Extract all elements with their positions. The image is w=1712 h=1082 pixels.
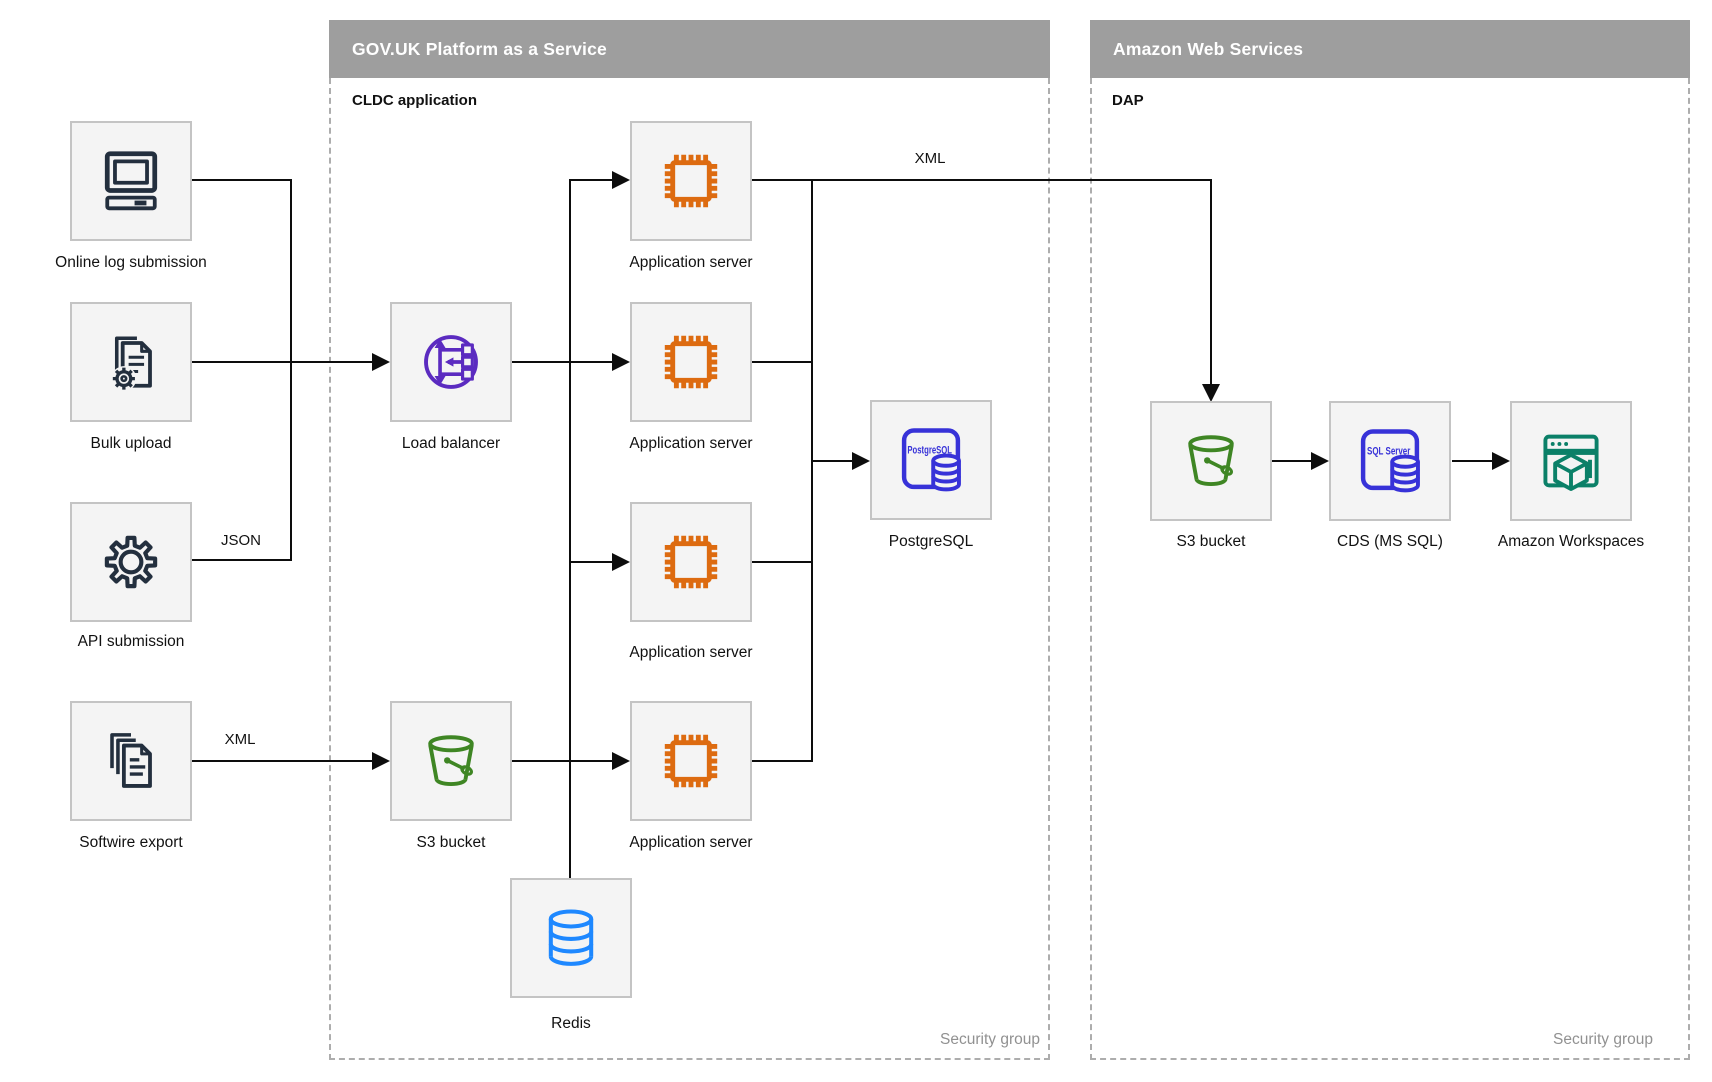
node-postgresql: PostgreSQL	[870, 400, 992, 520]
node-application-server-4	[630, 701, 752, 821]
node-load-balancer	[390, 302, 512, 422]
node-amazon-workspaces	[1510, 401, 1632, 521]
node-label-online-log-submission: Online log submission	[55, 254, 207, 271]
edge-app3-out	[752, 561, 812, 563]
edge-app4-out	[752, 760, 812, 762]
edge-to-load-balancer	[192, 361, 374, 363]
arrowhead-postgresql	[852, 452, 870, 470]
node-application-server-2	[630, 302, 752, 422]
postgresql-icon-text: PostgreSQL	[907, 444, 952, 456]
aws-sublabel: DAP	[1112, 92, 1144, 109]
node-label-application-server-2: Application server	[629, 435, 753, 452]
edge-lb-to-app2	[512, 361, 614, 363]
node-application-server-3	[630, 502, 752, 622]
arrowhead-workspaces	[1492, 452, 1510, 470]
edge-to-postgresql	[811, 460, 854, 462]
edge-online-log-out	[192, 179, 292, 181]
aws-security-group-label: Security group	[1553, 1031, 1653, 1048]
node-label-load-balancer: Load balancer	[401, 435, 501, 452]
arrowhead-load-balancer	[372, 353, 390, 371]
edge-s3-to-cds	[1272, 460, 1314, 462]
node-s3-bucket-aws	[1150, 401, 1272, 521]
amazon-workspaces-icon	[1543, 434, 1599, 491]
redis-database-icon	[548, 909, 594, 966]
node-label-redis: Redis	[551, 1015, 591, 1032]
node-label-cds-ms-sql: CDS (MS SQL)	[1337, 533, 1443, 550]
aws-header: Amazon Web Services	[1090, 20, 1690, 78]
cpu-chip-icon	[664, 535, 718, 589]
arrowhead-app3	[612, 553, 630, 571]
edge-label-json: JSON	[220, 532, 261, 549]
paas-sublabel: CLDC application	[352, 92, 478, 109]
arrowhead-app1	[612, 171, 630, 189]
cpu-chip-icon	[664, 154, 718, 208]
documents-stack-icon	[110, 733, 152, 788]
node-label-api-submission: API submission	[77, 633, 185, 650]
edge-app2-out	[752, 361, 812, 363]
edge-cds-to-workspaces	[1452, 460, 1494, 462]
load-balancer-icon	[424, 335, 478, 389]
node-label-application-server-1: Application server	[629, 254, 753, 271]
s3-bucket-icon	[428, 735, 474, 786]
edge-label-xml-right: XML	[914, 150, 946, 167]
cpu-chip-icon	[664, 734, 718, 788]
aws-security-group-boundary	[1090, 78, 1690, 1060]
node-label-s3-bucket-paas: S3 bucket	[416, 834, 486, 851]
node-bulk-upload	[70, 302, 192, 422]
paas-header: GOV.UK Platform as a Service	[329, 20, 1050, 78]
node-online-log-submission	[70, 121, 192, 241]
edge-softwire-xml-out	[192, 760, 374, 762]
node-label-s3-bucket-aws: S3 bucket	[1176, 533, 1246, 550]
node-label-bulk-upload: Bulk upload	[90, 435, 172, 452]
node-api-submission	[70, 502, 192, 622]
edge-collector-vertical	[811, 179, 813, 762]
edge-merge-vertical	[290, 179, 292, 561]
sql-server-icon-text: SQL Server	[1367, 445, 1411, 457]
node-label-softwire-export: Softwire export	[79, 834, 183, 851]
node-label-application-server-3: Application server	[629, 644, 753, 661]
node-softwire-export	[70, 701, 192, 821]
node-label-application-server-4: Application server	[629, 834, 753, 851]
sql-server-database-icon: SQL Server	[1360, 429, 1420, 493]
node-application-server-1	[630, 121, 752, 241]
document-gear-icon	[111, 336, 152, 392]
gear-icon	[104, 535, 158, 589]
node-cds-ms-sql: SQL Server	[1329, 401, 1451, 521]
arrowhead-app2	[612, 353, 630, 371]
aws-title: Amazon Web Services	[1113, 38, 1304, 59]
arrowhead-s3-aws	[1202, 384, 1220, 402]
node-label-postgresql: PostgreSQL	[888, 533, 974, 550]
paas-security-group-boundary	[329, 78, 1050, 1060]
cpu-chip-icon	[664, 335, 718, 389]
computer-icon	[104, 151, 158, 211]
node-redis	[510, 878, 632, 998]
postgresql-database-icon: PostgreSQL	[901, 428, 961, 492]
paas-security-group-label: Security group	[940, 1031, 1040, 1048]
edge-api-json-out	[192, 559, 292, 561]
arrowhead-s3-paas	[372, 752, 390, 770]
edge-label-xml-left: XML	[224, 731, 256, 748]
node-s3-bucket-paas	[390, 701, 512, 821]
edge-to-app1	[569, 179, 614, 181]
node-label-amazon-workspaces: Amazon Workspaces	[1497, 533, 1645, 550]
arrowhead-cds	[1311, 452, 1329, 470]
s3-bucket-icon	[1188, 435, 1234, 486]
edge-xml-down	[1210, 179, 1212, 386]
arrowhead-app4	[612, 752, 630, 770]
edge-s3-to-app4	[512, 760, 614, 762]
edge-distribution-vertical	[569, 179, 571, 879]
edge-xml-to-aws	[752, 179, 1212, 181]
paas-title: GOV.UK Platform as a Service	[352, 38, 607, 59]
edge-to-app3	[569, 561, 614, 563]
